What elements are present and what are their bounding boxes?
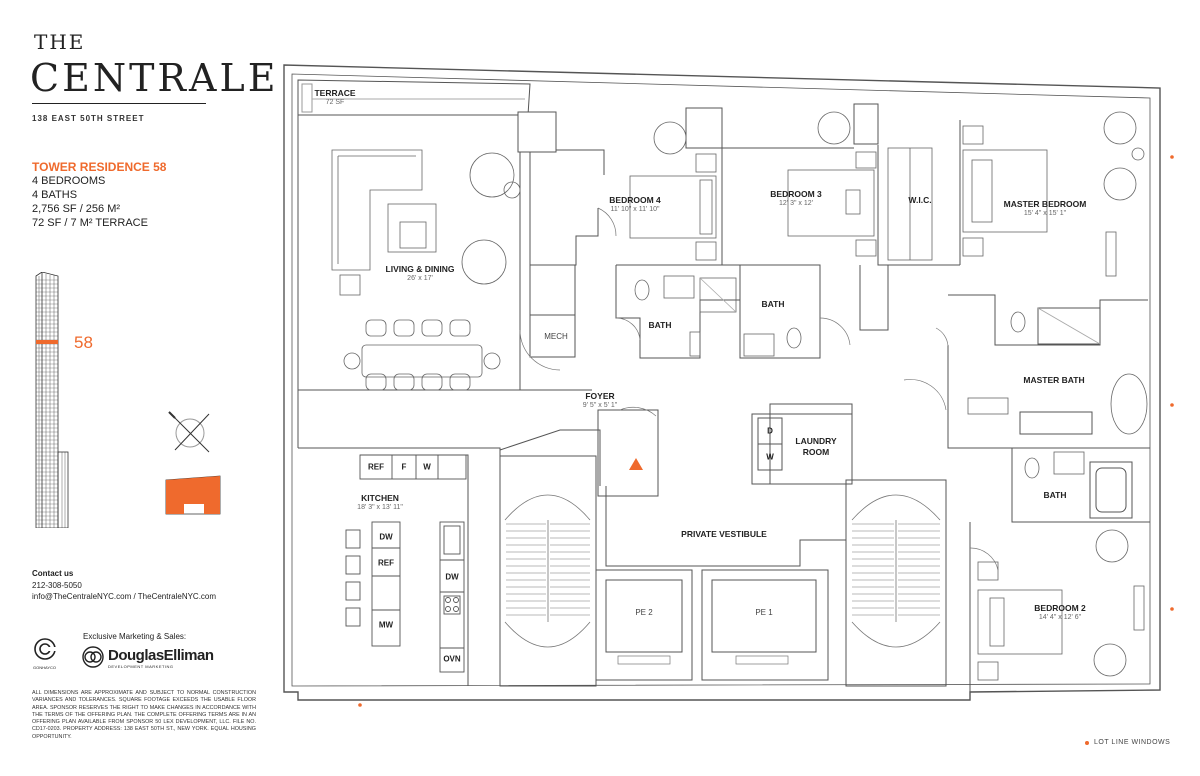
key-plan xyxy=(165,475,221,515)
kitchen-label: KITCHEN xyxy=(361,493,399,503)
appliance-oven: OVN xyxy=(443,654,461,664)
kitchen-dim: 18' 3" x 13' 11" xyxy=(357,504,403,511)
vestibule-label: PRIVATE VESTIBULE xyxy=(681,529,767,539)
bath-b-label: BATH xyxy=(761,299,785,309)
douglas-elliman-mark xyxy=(82,646,104,668)
compass-icon xyxy=(168,411,210,453)
marketing-label: Exclusive Marketing & Sales: xyxy=(83,632,187,641)
appliance-ref-island: REF xyxy=(378,558,394,568)
bedroom4-dim: 11' 10" x 11' 10" xyxy=(610,206,660,213)
developer-name: GONHAYCO xyxy=(33,665,57,670)
appliance-dw-island: DW xyxy=(379,532,393,542)
developer-logo xyxy=(34,638,57,660)
appliance-wine: W xyxy=(423,462,431,472)
logo-name: CENTRALE xyxy=(30,56,279,100)
logo-rule xyxy=(32,103,206,104)
legend-lot-line: LOT LINE WINDOWS xyxy=(1094,739,1171,746)
foyer-dim: 9' 5" x 5' 1" xyxy=(582,402,618,409)
appliance-freezer: F xyxy=(401,462,407,472)
bedroom2-label: BEDROOM 2 xyxy=(1034,603,1086,613)
appliance-microwave: MW xyxy=(378,620,394,630)
contact-heading: Contact us xyxy=(32,569,74,578)
contact-phone[interactable]: 212-308-5050 xyxy=(32,581,82,590)
address: 138 EAST 50TH STREET xyxy=(32,114,145,123)
bedroom2-dim: 14' 4" x 12' 6" xyxy=(1038,614,1082,621)
mech-label: MECH xyxy=(544,332,568,341)
terrace-dim: 72 SF xyxy=(325,99,345,106)
appliance-dryer: D xyxy=(767,426,773,436)
building-elevation xyxy=(35,272,69,528)
residence-baths: 4 BATHS xyxy=(32,189,78,201)
bath-a-label: BATH xyxy=(648,320,672,330)
lot-line-dot xyxy=(1085,741,1089,745)
terrace-label: TERRACE xyxy=(314,88,356,98)
bedroom3-label: BEDROOM 3 xyxy=(770,189,822,199)
bedroom4-label: BEDROOM 4 xyxy=(609,195,661,205)
appliance-dw-wall: DW xyxy=(445,572,459,582)
elevator-pe2-label: PE 2 xyxy=(635,608,653,617)
foyer-label: FOYER xyxy=(585,391,615,401)
living-label: LIVING & DINING xyxy=(385,264,455,274)
living-dim: 26' x 17' xyxy=(407,275,433,282)
residence-terrace: 72 SF / 7 M² TERRACE xyxy=(32,217,148,229)
disclaimer: ALL DIMENSIONS ARE APPROXIMATE AND SUBJE… xyxy=(32,690,256,740)
appliance-washer: W xyxy=(766,452,774,462)
contact-links[interactable]: info@TheCentraleNYC.com / TheCentraleNYC… xyxy=(32,592,217,601)
douglas-elliman-sub: DEVELOPMENT MARKETING xyxy=(108,664,174,669)
master-bath-label: MASTER BATH xyxy=(1023,375,1085,385)
residence-area: 2,756 SF / 256 M² xyxy=(32,203,121,215)
douglas-elliman-logo: DouglasElliman xyxy=(108,647,214,664)
floor-number: 58 xyxy=(74,333,93,352)
residence-bedrooms: 4 BEDROOMS xyxy=(32,175,106,187)
logo-the: THE xyxy=(34,30,86,54)
residence-title: TOWER RESIDENCE 58 xyxy=(32,160,167,174)
elevator-pe1-label: PE 1 xyxy=(755,608,773,617)
appliance-ref-top: REF xyxy=(368,462,384,472)
bath-c-label: BATH xyxy=(1043,490,1067,500)
master-bedroom-dim: 15' 4" x 15' 1" xyxy=(1023,210,1067,217)
master-bedroom-label: MASTER BEDROOM xyxy=(1003,199,1087,209)
wic-label: W.I.C. xyxy=(908,195,932,205)
bedroom3-dim: 12' 3" x 12' xyxy=(779,200,813,207)
laundry-label: LAUNDRY ROOM xyxy=(795,436,837,457)
